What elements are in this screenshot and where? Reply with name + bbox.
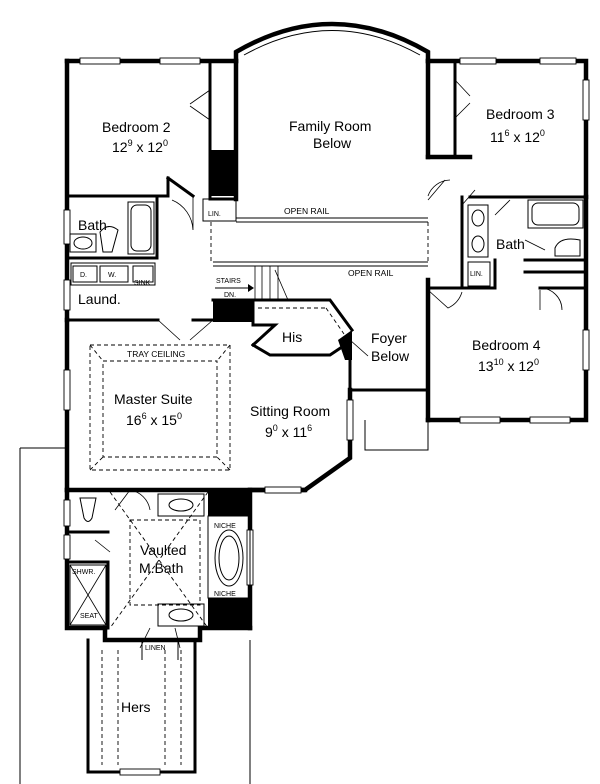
linen-label: LINEN: [145, 645, 166, 652]
sitting-room-dimensions: 90 x 116: [265, 423, 312, 440]
niche-bottom-label: NICHE: [214, 591, 236, 598]
shower-label: SHWR.: [72, 569, 95, 576]
washer-label: W.: [108, 272, 116, 279]
annotation-labels: LIN. LIN. OPEN RAIL OPEN RAIL STAIRS DN.…: [72, 206, 483, 652]
open-rail-top-label: OPEN RAIL: [284, 206, 330, 216]
foyer-below: Below: [371, 348, 410, 364]
linen-top-label: LIN.: [208, 211, 221, 218]
sitting-room-name: Sitting Room: [250, 403, 330, 419]
stairs-label: STAIRS: [216, 278, 241, 285]
fixtures: [19, 199, 584, 784]
sink-label: SINK: [134, 280, 151, 287]
family-room-below: Below: [313, 135, 352, 151]
windows: [63, 30, 590, 776]
master-bath-label: M.Bath: [139, 560, 183, 576]
his-closet-label: His: [282, 329, 302, 345]
stairs-down-label: DN.: [224, 292, 236, 299]
stairs: [213, 261, 290, 301]
dryer-label: D.: [80, 272, 87, 279]
bedroom4-name: Bedroom 4: [472, 337, 541, 353]
master-suite-name: Master Suite: [114, 391, 193, 407]
bedroom3-name: Bedroom 3: [486, 106, 555, 122]
open-rail-mid-label: OPEN RAIL: [348, 268, 394, 278]
niche-top-label: NICHE: [214, 523, 236, 530]
bath-right-label: Bath: [496, 236, 525, 252]
linen-right-label: LIN.: [470, 271, 483, 278]
bedroom4-dimensions: 1310 x 120: [478, 357, 539, 374]
tray-ceiling: [89, 344, 231, 471]
laundry-label: Laund.: [78, 291, 121, 307]
foyer-label: Foyer: [371, 330, 407, 346]
room-labels: Bedroom 2 129 x 120 Family Room Below Be…: [78, 106, 555, 715]
seat-label: SEAT: [80, 613, 98, 620]
tray-ceiling-label: TRAY CEILING: [127, 349, 185, 359]
master-bath-vaulted: Vaulted: [140, 542, 186, 558]
hers-closet-label: Hers: [121, 699, 151, 715]
bedroom2-name: Bedroom 2: [102, 119, 171, 135]
bath-left-label: Bath: [78, 217, 107, 233]
master-suite-dimensions: 166 x 150: [126, 411, 182, 428]
bedroom3-dimensions: 116 x 120: [490, 128, 545, 145]
bedroom2-dimensions: 129 x 120: [112, 138, 168, 155]
family-room-label: Family Room: [289, 118, 371, 134]
open-rails: [210, 217, 429, 267]
interior-walls: [64, 59, 588, 630]
